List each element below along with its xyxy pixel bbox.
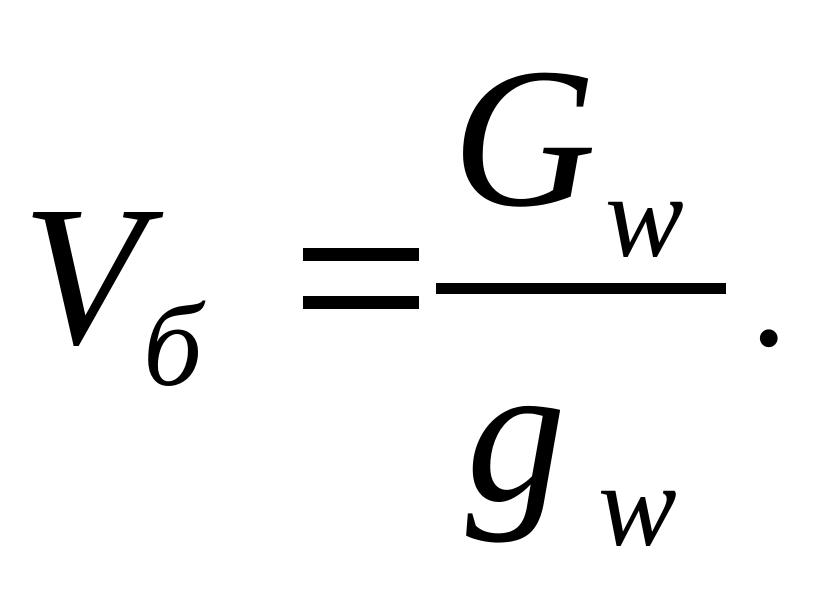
numerator-subscript: w [605,151,684,282]
equals-sign: = [303,248,419,309]
lhs-subscript: б [143,280,206,411]
fraction-bar [436,283,726,294]
denominator-subscript: w [598,440,677,571]
lhs-symbol: V [22,166,164,387]
equals-glyph: = [361,292,367,303]
numerator-symbol: G [452,28,596,249]
denominator-symbol: g [466,323,566,544]
terminator-period: . [750,212,788,378]
